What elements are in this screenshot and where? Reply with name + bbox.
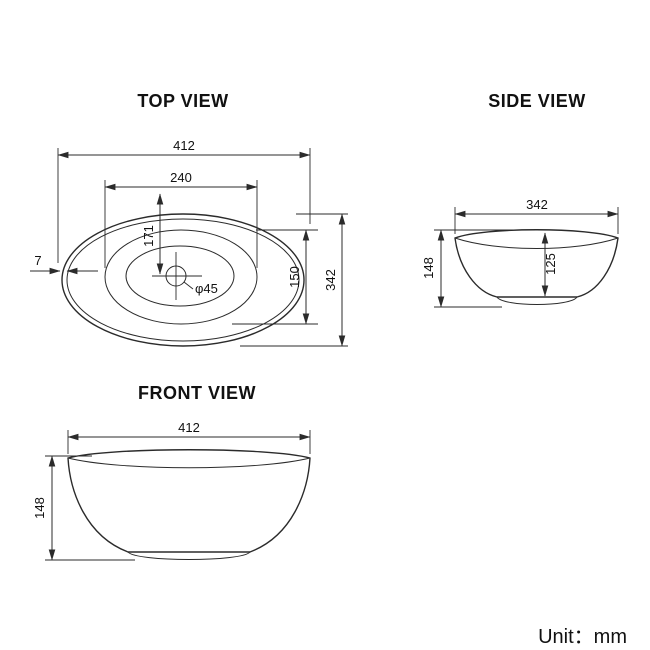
front-view-title: FRONT VIEW — [138, 383, 256, 403]
front-view-bowl-outline — [67, 449, 311, 553]
unit-label: Unit：mm — [538, 626, 627, 648]
dim-top-overall-depth-value: 342 — [323, 269, 338, 291]
front-view-inner-rim-arc — [67, 457, 311, 469]
dim-top-center-offset: 171 — [141, 193, 164, 275]
dim-side-width-value: 342 — [526, 197, 548, 212]
front-view-drawing — [67, 449, 311, 560]
side-view-drawing — [454, 229, 619, 305]
dim-side-height-value: 148 — [421, 257, 436, 279]
dim-top-opening-depth-value: 150 — [287, 266, 302, 288]
dim-top-overall-width-value: 412 — [173, 138, 195, 153]
dim-top-rim-thickness-value: 7 — [34, 253, 41, 268]
dim-top-overall-depth: 342 — [240, 213, 348, 347]
dim-top-opening-depth: 150 — [232, 229, 318, 325]
dim-front-height-value: 148 — [32, 497, 47, 519]
dim-front-height: 148 — [32, 455, 135, 561]
side-view-title: SIDE VIEW — [488, 91, 586, 111]
dim-side-width: 342 — [454, 197, 619, 234]
dim-side-inner-depth: 125 — [541, 232, 558, 297]
top-view-basin-bottom — [125, 245, 235, 307]
dim-drain-diameter: φ45 — [195, 281, 218, 296]
dim-side-height: 148 — [421, 229, 545, 308]
dim-top-opening-width-value: 240 — [170, 170, 192, 185]
dim-top-opening-width: 240 — [104, 170, 258, 268]
side-view-bowl-outline — [454, 229, 619, 298]
top-view-outer-rim — [61, 213, 305, 347]
front-view-foot — [127, 551, 251, 560]
side-view-foot — [496, 296, 578, 305]
top-view-rim-inner-edge — [66, 218, 300, 342]
top-view-drawing: φ45 — [61, 213, 305, 347]
side-view-inner-rim-arc — [454, 237, 619, 249]
drain-leader-line — [183, 281, 194, 290]
dim-top-center-offset-value: 171 — [141, 225, 156, 247]
top-view-basin-opening — [104, 229, 258, 325]
dim-front-width: 412 — [67, 420, 311, 454]
top-view-title: TOP VIEW — [137, 91, 228, 111]
dim-top-rim-thickness: 7 — [30, 253, 98, 275]
dim-top-overall-width: 412 — [57, 138, 311, 263]
dim-side-inner-depth-value: 125 — [543, 253, 558, 275]
dim-front-width-value: 412 — [178, 420, 200, 435]
